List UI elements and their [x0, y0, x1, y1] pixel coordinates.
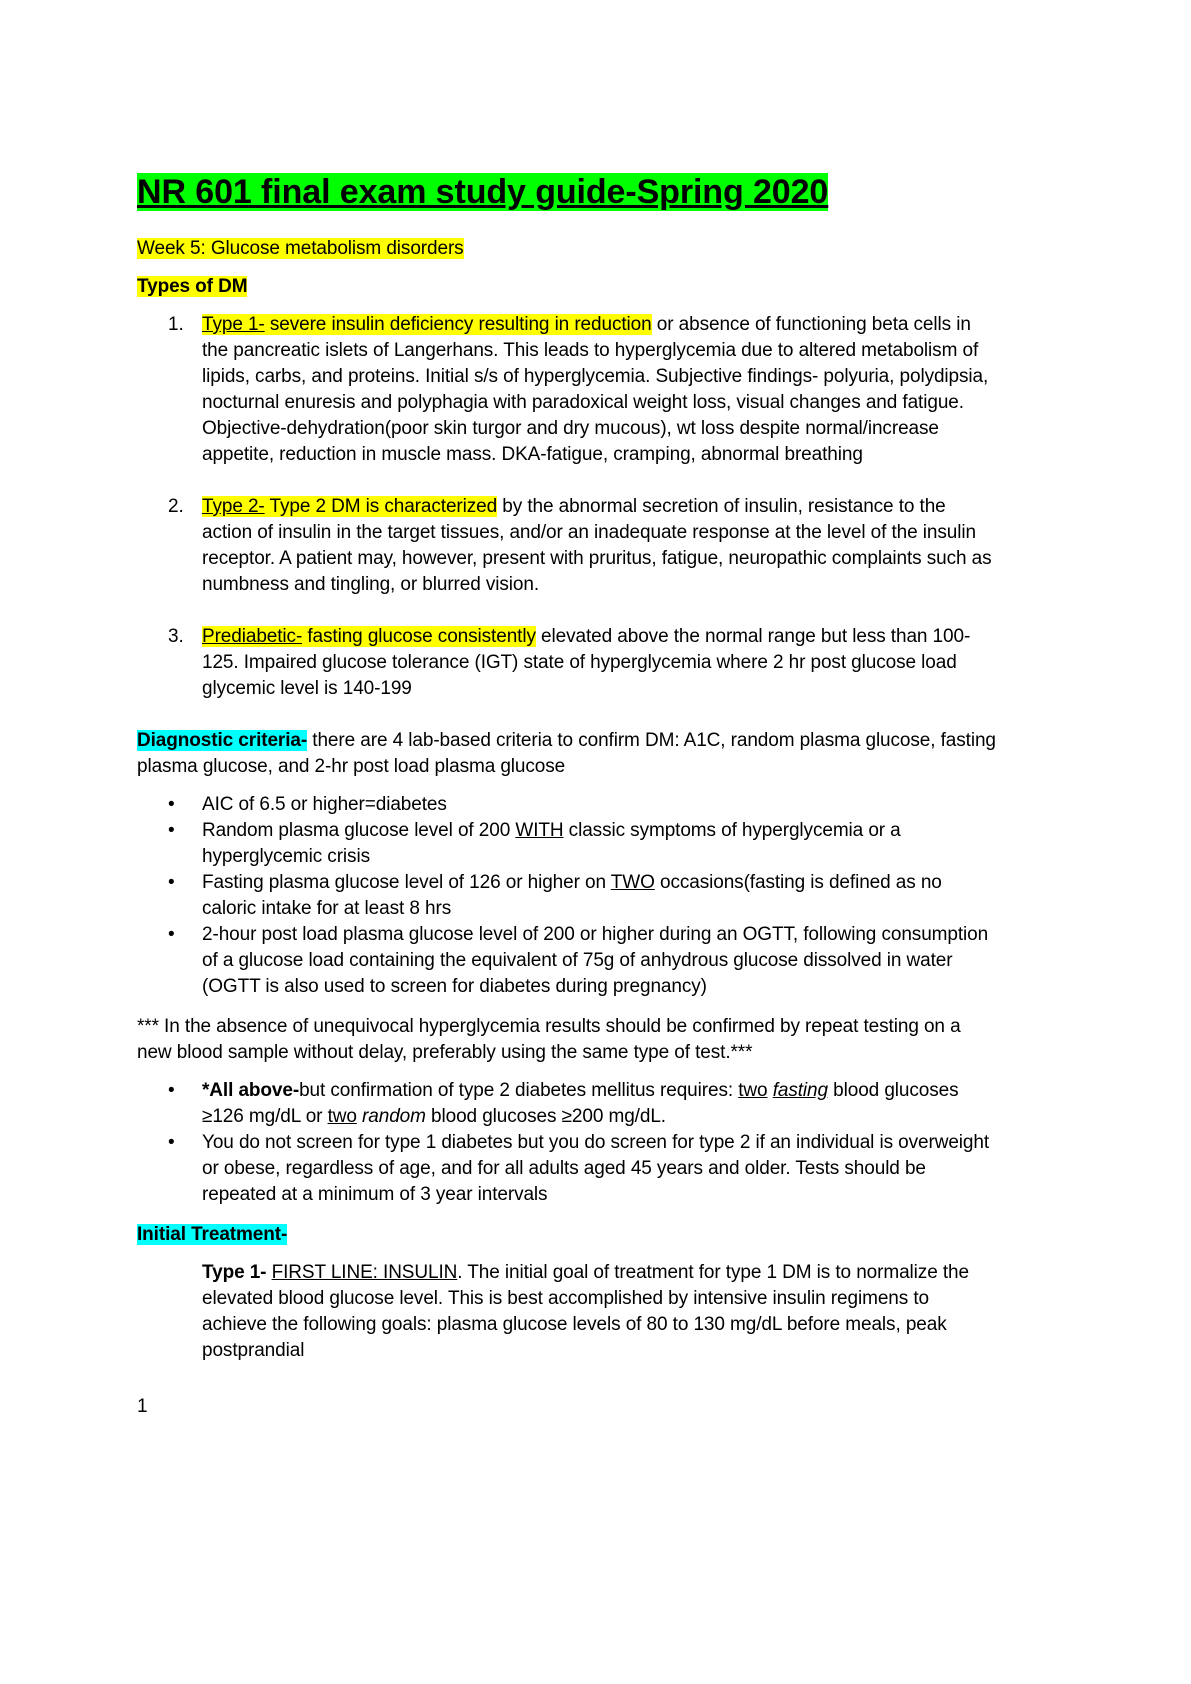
list-marker: • [168, 924, 175, 945]
text-run: 2-hour post load plasma glucose level of… [202, 924, 989, 997]
list-item-text: Type 1- severe insulin deficiency result… [202, 312, 997, 468]
text-run: Prediabetic- [202, 626, 303, 647]
week-heading: Week 5: Glucose metabolism disorders [137, 236, 997, 262]
list-item-text: Fasting plasma glucose level of 126 or h… [202, 870, 997, 922]
text-run: Week 5: Glucose metabolism disorders [137, 238, 464, 259]
text-run: Random plasma glucose level of 200 [202, 820, 516, 841]
text-run: two [738, 1080, 768, 1101]
text-run: random [362, 1106, 426, 1127]
list-marker: • [168, 794, 175, 815]
text-run: Types of DM [137, 276, 248, 297]
bullet-item-ogtt: • 2-hour post load plasma glucose level o… [137, 922, 997, 1000]
text-run: WITH [515, 820, 564, 841]
text-run: severe insulin deficiency resulting in r… [264, 314, 652, 335]
bullet-item-random-glucose: • Random plasma glucose level of 200 WITH… [137, 818, 997, 870]
list-item-text: Random plasma glucose level of 200 WITH … [202, 818, 997, 870]
list-item-text: 2-hour post load plasma glucose level of… [202, 922, 997, 1000]
diagnostic-criteria-paragraph: Diagnostic criteria- there are 4 lab-bas… [137, 728, 997, 780]
text-run: Initial Treatment- [137, 1224, 288, 1245]
text-run: FIRST LINE: INSULIN [271, 1262, 458, 1283]
text-run: fasting glucose consistently [302, 626, 536, 647]
text-run: but confirmation of type 2 diabetes mell… [299, 1080, 739, 1101]
text-run: Type 1- [202, 1262, 272, 1283]
text-run: blood glucoses ≥200 mg/dL. [425, 1106, 666, 1127]
list-marker: • [168, 820, 175, 841]
text-run: You do not screen for type 1 diabetes bu… [202, 1132, 990, 1205]
list-item-text: You do not screen for type 1 diabetes bu… [202, 1130, 997, 1208]
text-run: or absence of functioning beta cells in … [202, 314, 989, 465]
text-run: by the abnormal secretion of insulin, re… [202, 496, 992, 595]
treatment-type-1-paragraph: Type 1- FIRST LINE: INSULIN. The initial… [202, 1260, 997, 1364]
list-marker: • [168, 872, 175, 893]
list-item-text: *All above-but confirmation of type 2 di… [202, 1078, 997, 1130]
text-run: AIC of 6.5 or higher=diabetes [202, 794, 447, 815]
list-item-text: AIC of 6.5 or higher=diabetes [202, 792, 997, 818]
text-run: Type 2- [202, 496, 265, 517]
bullet-item-fasting-glucose: • Fasting plasma glucose level of 126 or … [137, 870, 997, 922]
text-run: elevated above the normal range but less… [202, 626, 971, 699]
bullet-item-screening: • You do not screen for type 1 diabetes b… [137, 1130, 997, 1208]
bullet-item-all-above: • *All above-but confirmation of type 2 d… [137, 1078, 997, 1130]
section-heading-initial-treatment: Initial Treatment- [137, 1222, 997, 1248]
list-marker: 1. [168, 314, 184, 335]
text-run: Type 1- [202, 314, 265, 335]
text-run: classic symptoms of hyperglycemia or a h… [202, 820, 901, 867]
text-run: two [327, 1106, 357, 1127]
page-number: 1 [137, 1396, 148, 1417]
numbered-item-type-2: 2. Type 2- Type 2 DM is characterized by … [137, 494, 997, 598]
text-run: . The initial goal of treatment for type… [202, 1262, 969, 1361]
text-run: Type 2 DM is characterized [264, 496, 498, 517]
list-marker: 2. [168, 496, 184, 517]
list-marker: • [168, 1132, 175, 1153]
list-item-text: Type 2- Type 2 DM is characterized by th… [202, 494, 997, 598]
text-run: TWO [610, 872, 655, 893]
text-run: *** In the absence of unequivocal hyperg… [137, 1016, 961, 1063]
text-run: blood glucoses ≥126 mg/dL or [202, 1080, 959, 1127]
list-marker: 3. [168, 626, 184, 647]
list-marker: • [168, 1080, 175, 1101]
text-run: NR 601 final exam study guide-Spring 202… [137, 173, 829, 211]
text-run: Diagnostic criteria- [137, 730, 308, 751]
list-item-text: Prediabetic- fasting glucose consistentl… [202, 624, 997, 702]
document-title: NR 601 final exam study guide-Spring 202… [137, 170, 997, 214]
confirmation-note-paragraph: *** In the absence of unequivocal hyperg… [137, 1014, 997, 1066]
text-run: *All above- [202, 1080, 300, 1101]
text-run: fasting [772, 1080, 828, 1101]
numbered-item-type-1: 1. Type 1- severe insulin deficiency resu… [137, 312, 997, 468]
text-run: occasions(fasting is defined as no calor… [202, 872, 942, 919]
text-run: Fasting plasma glucose level of 126 or h… [202, 872, 611, 893]
numbered-item-prediabetic: 3. Prediabetic- fasting glucose consisten… [137, 624, 997, 702]
section-heading-types-of-dm: Types of DM [137, 274, 997, 300]
bullet-item-a1c: • AIC of 6.5 or higher=diabetes [137, 792, 997, 818]
document-content: NR 601 final exam study guide-Spring 202… [137, 170, 997, 1376]
text-run: there are 4 lab-based criteria to confir… [137, 730, 996, 777]
